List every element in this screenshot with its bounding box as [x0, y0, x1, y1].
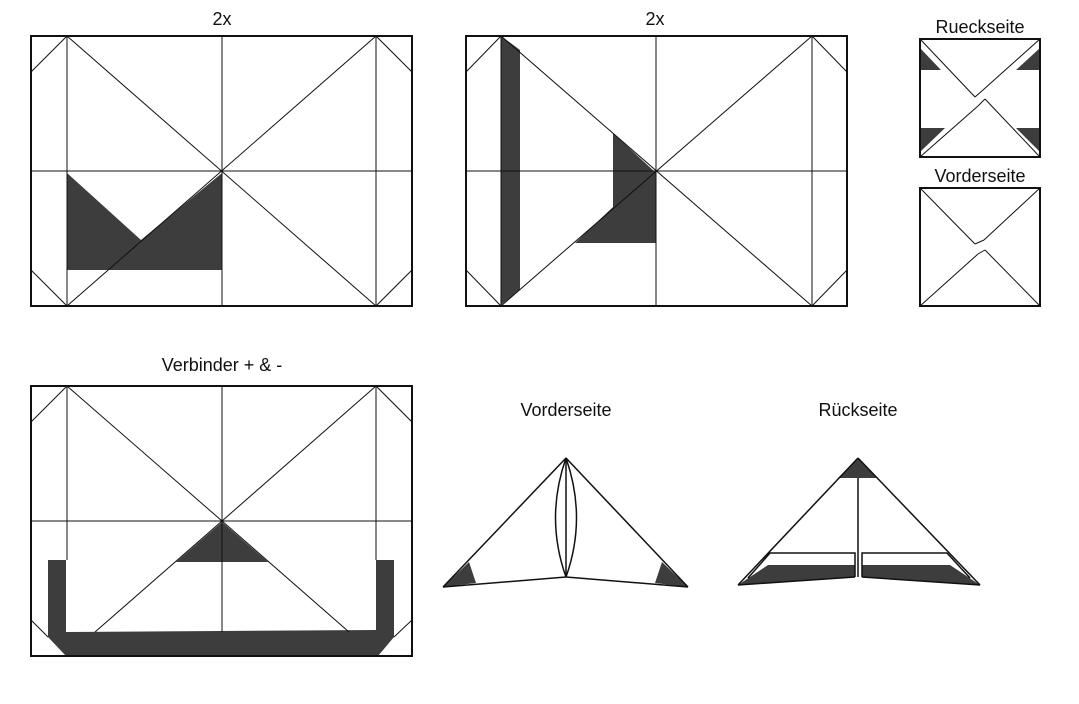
back-small-label: Rueckseite [935, 17, 1025, 37]
front-folded-label: Vorderseite [520, 400, 612, 420]
back-small-fold-lines [919, 38, 1041, 158]
panel1-crease-lines [30, 35, 413, 307]
connector-crease-lines [30, 385, 413, 638]
panel1-label: 2x [212, 9, 232, 29]
back-folded-right-wing [862, 565, 980, 585]
front-folded-shape [442, 457, 689, 588]
connector-label: Verbinder + & - [161, 355, 283, 375]
back-small-sheet [919, 38, 1041, 158]
back-small-corner-br [1016, 128, 1040, 152]
panel2-sheet [465, 35, 848, 307]
front-small-sheet [919, 187, 1041, 307]
panel1-v-shape [67, 173, 222, 270]
panel2-label: 2x [645, 9, 665, 29]
panel1-sheet [30, 35, 413, 307]
connector-sheet [30, 385, 413, 657]
front-small-label: Vorderseite [934, 166, 1026, 186]
back-small-corner-bl [920, 128, 945, 152]
panel2-center-shape [575, 133, 656, 243]
back-folded-top-tip [838, 458, 878, 478]
back-folded-shape [737, 457, 981, 586]
front-small-frame [919, 187, 1041, 307]
front-folded-outline [442, 457, 689, 588]
back-folded-left-wing [738, 565, 855, 585]
front-folded-right-tip [655, 562, 688, 587]
back-small-corner-tr [1016, 48, 1040, 70]
connector-u-shape [48, 560, 394, 656]
back-folded-outline [737, 457, 981, 586]
back-folded-label: Rückseite [818, 400, 898, 420]
front-folded-left-tip [443, 562, 476, 587]
back-small-frame [919, 38, 1041, 158]
front-small-fold-lines [919, 187, 1041, 307]
panel2-crease-lines [465, 35, 848, 307]
back-small-corner-tl [920, 48, 941, 70]
